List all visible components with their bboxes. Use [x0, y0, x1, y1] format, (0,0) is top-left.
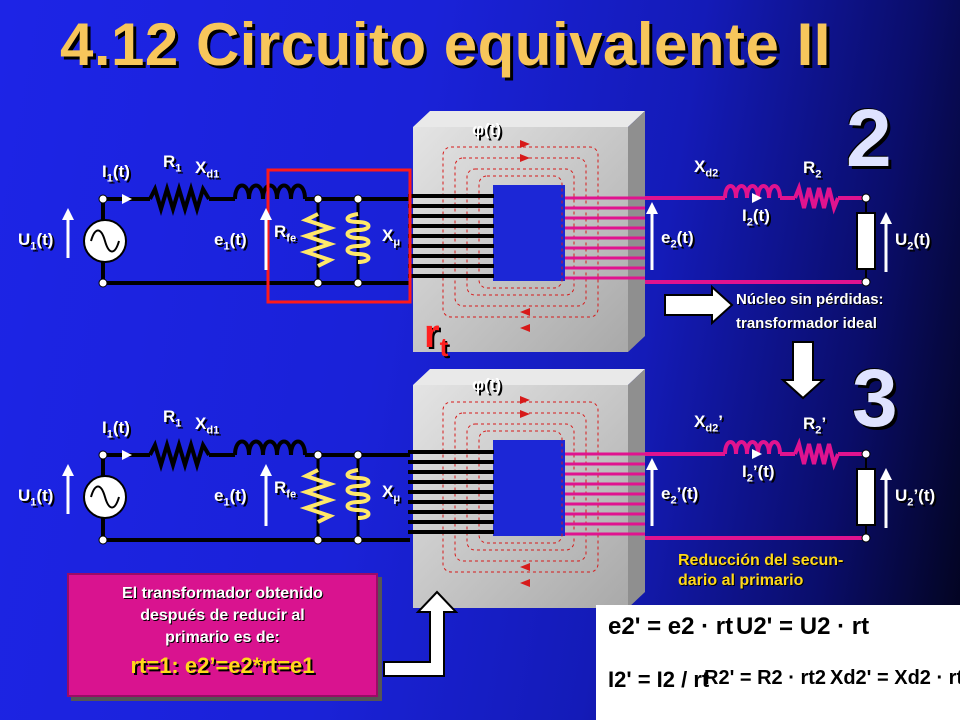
load-top: [856, 212, 876, 270]
reduction-note: Reducción del secun- dario al primario: [678, 551, 843, 591]
page-title: 4.12 Circuito equivalente II: [60, 11, 831, 78]
secondary-circuit-top: [645, 181, 866, 284]
rfe-label-bottom: Rfe: [274, 478, 297, 501]
block-arrow-right: [664, 284, 734, 326]
secondary-circuit-bottom: [645, 437, 866, 540]
formula-e2: e2' = e2 · rt: [608, 613, 734, 640]
summary-line1: El transformador obtenido: [122, 585, 323, 602]
u1-label-bottom: U1(t): [18, 486, 54, 509]
formula-u2: U2' = U2 · rt: [736, 613, 870, 640]
secondary-coil-top: [565, 196, 645, 280]
rt-label: rt: [424, 312, 449, 362]
rfe-xmu-top: [299, 199, 371, 283]
u1-label-top: U1(t): [18, 230, 54, 253]
block-arrow-down: [780, 341, 826, 400]
e2-label-top: e2(t): [661, 228, 694, 251]
primary-circuit-bottom: [101, 438, 410, 542]
summary-line3: primario es de:: [165, 629, 280, 646]
ideal-note: Núcleo sin pérdidas: transformador ideal: [736, 288, 884, 336]
e1-label-top: e1(t): [214, 230, 247, 253]
summary-line2: después de reducir al: [140, 607, 305, 624]
i2-label-bottom: I2’(t): [742, 462, 775, 485]
r1-label-bottom: R1: [163, 407, 182, 430]
r2-label-bottom: R2’: [803, 414, 827, 437]
summary-box: El transformador obtenido después de red…: [67, 573, 378, 697]
i1-label-bottom: I1(t): [102, 418, 130, 441]
rfe-xmu-bottom: [299, 455, 371, 540]
xmu-label-bottom: Xμ: [382, 482, 401, 505]
current-arrow-top: [122, 194, 132, 204]
primary-coil-top: [408, 194, 494, 278]
summary-formula: rt=1: e2’=e2*rt=e1: [130, 653, 315, 678]
flux-label-bottom: φ(t): [472, 375, 502, 394]
r1-label-top: R1: [163, 152, 182, 175]
rt-frame: [266, 168, 412, 304]
ideal-note-line2: transformador ideal: [736, 315, 877, 332]
u2-label-top: U2(t): [895, 230, 931, 253]
ideal-note-line1: Núcleo sin pérdidas:: [736, 291, 884, 308]
xd1-label-bottom: Xd1: [195, 414, 220, 437]
secondary-coil-bottom: [565, 452, 645, 536]
xd2-label-bottom: Xd2’: [694, 412, 723, 435]
step-number-two: 2: [846, 93, 892, 184]
block-arrow-up: [383, 590, 459, 677]
r2-label-top: R2: [803, 158, 822, 181]
reduction-note-line1: Reducción del secun-: [678, 552, 844, 569]
formula-r2: R2' = R2 · rt2: [704, 667, 827, 689]
formula-xd2: Xd2' = Xd2 · rt2: [830, 667, 960, 689]
primary-circuit-top: [101, 182, 410, 285]
reduction-note-line2: dario al primario: [678, 572, 804, 589]
step-number-three: 3: [852, 353, 898, 444]
formula-panel: e2' = e2 · rt U2' = U2 · rt I2' = I2 / r…: [596, 605, 960, 720]
transformer-core-bottom: [413, 369, 645, 608]
i2-label-top: I2(t): [742, 206, 770, 229]
e2-label-bottom: e2’(t): [661, 484, 699, 507]
xmu-label-top: Xμ: [382, 226, 401, 249]
e1-label-bottom: e1(t): [214, 486, 247, 509]
formula-i2: I2' = I2 / rt: [608, 667, 710, 692]
load-bottom: [856, 468, 876, 526]
xd1-label-top: Xd1: [195, 158, 220, 181]
flux-label-top: φ(t): [472, 120, 502, 139]
u2-label-bottom: U2’(t): [895, 486, 936, 509]
xd2-label-top: Xd2: [694, 157, 719, 180]
rfe-label-top: Rfe: [274, 222, 297, 245]
i1-label-top: I1(t): [102, 162, 130, 185]
primary-coil-bottom: [408, 450, 494, 534]
